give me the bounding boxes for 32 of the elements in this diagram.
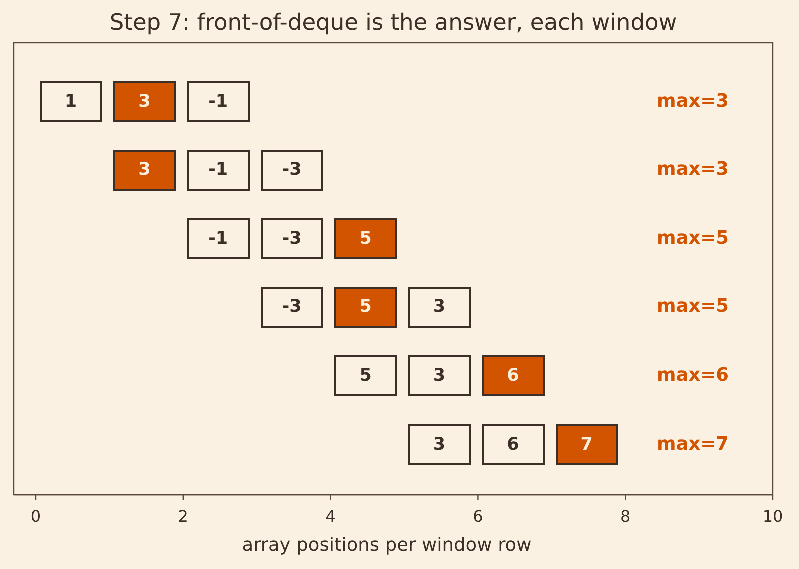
axis-title: array positions per window row (242, 535, 532, 556)
chart-title: Step 7: front-of-deque is the answer, each window (110, 10, 678, 36)
highlighted-value-box: 7 (556, 424, 618, 465)
max-label: max=5 (656, 296, 730, 318)
highlighted-value-box: 3 (113, 150, 176, 191)
highlighted-value-box: 5 (334, 286, 398, 328)
max-label: max=3 (656, 90, 730, 112)
value-box: -3 (260, 218, 324, 260)
max-label: max=6 (656, 364, 730, 387)
tick-label: 6 (473, 508, 484, 526)
highlighted-value-box: 3 (113, 81, 176, 122)
tick-label: 0 (30, 508, 42, 526)
tick-label: 4 (326, 508, 336, 526)
value-box: 1 (40, 81, 102, 122)
highlighted-value-box: 6 (482, 355, 545, 396)
value-box: -1 (187, 81, 250, 122)
tick-label: 2 (178, 508, 188, 526)
max-label: max=7 (656, 434, 730, 456)
value-box: 3 (408, 355, 471, 396)
value-box: 6 (482, 424, 545, 465)
tick-label: 10 (762, 508, 784, 526)
value-box: -1 (187, 150, 250, 191)
highlighted-value-box: 5 (334, 218, 398, 260)
value-box: 3 (408, 286, 471, 328)
value-box: 5 (334, 355, 398, 396)
tick-label: 8 (620, 508, 631, 526)
value-box: -1 (187, 218, 250, 260)
value-box: 3 (408, 424, 471, 465)
value-box: -3 (260, 286, 324, 328)
max-label: max=3 (656, 159, 730, 182)
max-label: max=5 (656, 228, 730, 250)
value-box: -3 (260, 150, 324, 191)
